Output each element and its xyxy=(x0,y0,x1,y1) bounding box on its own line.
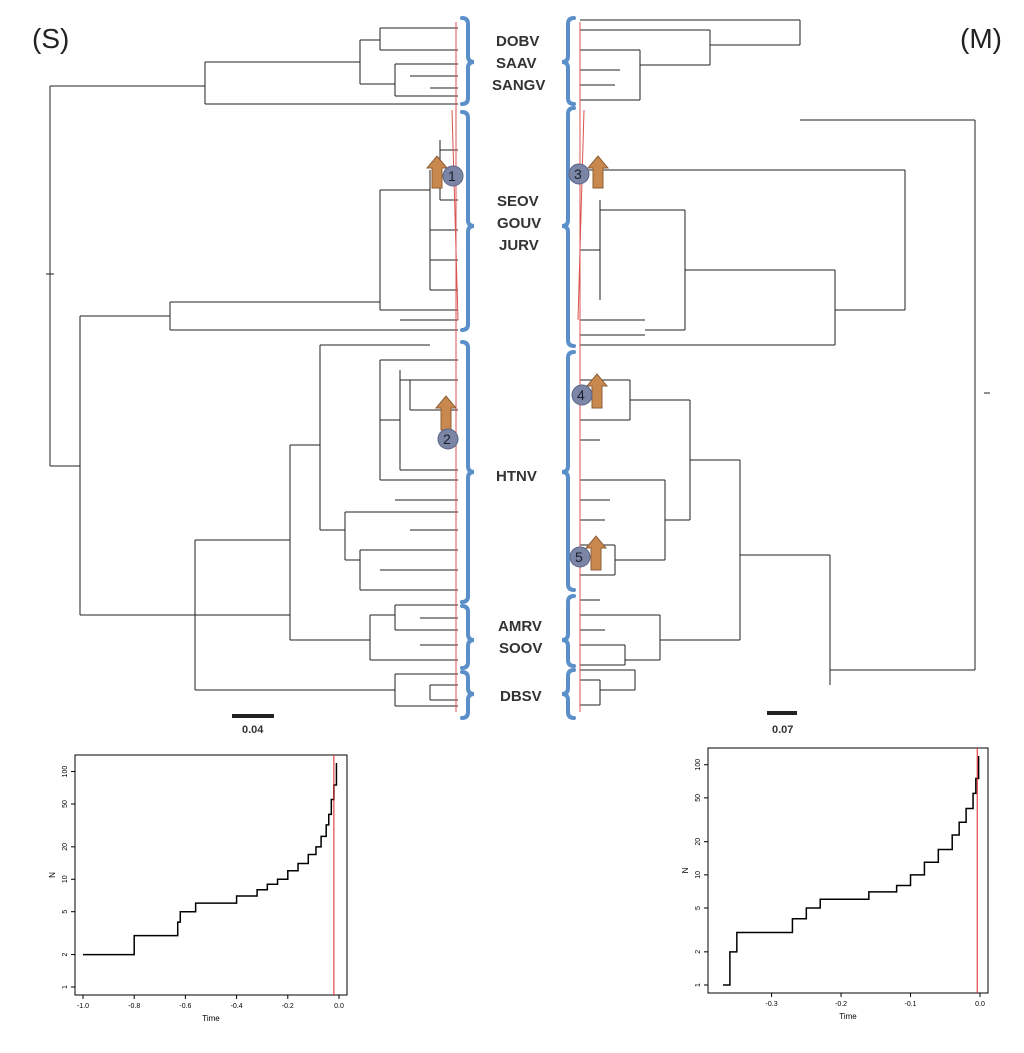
up-arrow-icon xyxy=(584,535,608,571)
clade-label: AMRV xyxy=(498,618,542,635)
clade-label: SEOV xyxy=(497,193,539,210)
clade-label: GOUV xyxy=(497,215,541,232)
clade-label: JURV xyxy=(499,237,539,254)
x-tick-label: 0.0 xyxy=(975,1001,985,1008)
x-axis-label: Time xyxy=(202,1014,220,1023)
svg-text:3: 3 xyxy=(574,166,582,182)
x-tick-label: -0.6 xyxy=(179,1003,191,1010)
scale-label-m: 0.07 xyxy=(772,724,793,736)
clade-label-amrv-group: AMRV SOOV xyxy=(498,618,542,657)
clade-label-dbsv: DBSV xyxy=(500,688,542,705)
y-tick-label: 100 xyxy=(62,766,69,778)
panel-label-s: (S) xyxy=(32,23,69,54)
plot-frame xyxy=(707,747,989,994)
marker-5: 5 xyxy=(569,535,608,571)
y-tick-label: 2 xyxy=(62,953,69,957)
y-tick-label: 20 xyxy=(62,843,69,851)
x-axis-label: Time xyxy=(839,1012,857,1021)
y-tick-label: 10 xyxy=(62,875,69,883)
brackets-right xyxy=(561,16,576,720)
scale-label-s: 0.04 xyxy=(242,724,264,736)
ltt-curve xyxy=(83,763,338,956)
y-tick-label: 5 xyxy=(695,906,702,910)
svg-text:2: 2 xyxy=(443,431,451,447)
x-tick-label: -0.8 xyxy=(128,1003,140,1010)
x-tick-label: 0.0 xyxy=(334,1003,344,1010)
y-tick-label: 20 xyxy=(695,838,702,846)
plot-frame xyxy=(74,754,348,996)
clade-label: SOOV xyxy=(499,640,542,657)
x-tick-label: -1.0 xyxy=(77,1003,89,1010)
y-tick-label: 1 xyxy=(62,985,69,989)
marker-4: 4 xyxy=(571,373,609,409)
y-axis-label: N xyxy=(48,872,57,878)
tips-m xyxy=(577,22,585,712)
clade-label-dobv-group: DOBV SAAV SANGV xyxy=(492,33,545,94)
x-tick-label: -0.2 xyxy=(835,1001,847,1008)
y-tick-label: 5 xyxy=(62,910,69,914)
tree-m xyxy=(580,19,990,706)
marker-3: 3 xyxy=(568,155,610,189)
x-tick-label: -0.3 xyxy=(766,1001,778,1008)
svg-text:5: 5 xyxy=(575,549,583,565)
y-tick-label: 10 xyxy=(695,871,702,879)
x-tick-label: -0.2 xyxy=(282,1003,294,1010)
y-tick-label: 100 xyxy=(695,759,702,771)
clade-label: DOBV xyxy=(496,33,539,50)
clade-label-htnv: HTNV xyxy=(496,468,537,485)
brackets-left xyxy=(460,16,475,720)
y-tick-label: 2 xyxy=(695,950,702,954)
tree-s xyxy=(46,27,458,707)
x-tick-label: -0.4 xyxy=(231,1003,243,1010)
tips-s xyxy=(451,22,459,712)
clade-label: SAAV xyxy=(496,55,537,72)
y-tick-label: 1 xyxy=(695,983,702,987)
ltt-curve xyxy=(722,756,980,986)
y-tick-label: 50 xyxy=(695,794,702,802)
clade-label: SANGV xyxy=(492,77,545,94)
svg-text:1: 1 xyxy=(448,168,456,184)
marker-1: 1 xyxy=(425,155,464,189)
x-tick-label: -0.1 xyxy=(904,1001,916,1008)
svg-text:4: 4 xyxy=(577,387,585,403)
panel-label-m: (M) xyxy=(960,23,1002,54)
y-axis-label: N xyxy=(681,867,690,873)
up-arrow-icon xyxy=(585,373,609,409)
up-arrow-icon xyxy=(434,395,458,431)
up-arrow-icon xyxy=(586,155,610,189)
up-arrow-icon xyxy=(425,155,449,189)
clade-label-seov-group: SEOV GOUV JURV xyxy=(497,193,541,254)
marker-2: 2 xyxy=(434,395,459,450)
y-tick-label: 50 xyxy=(62,800,69,808)
